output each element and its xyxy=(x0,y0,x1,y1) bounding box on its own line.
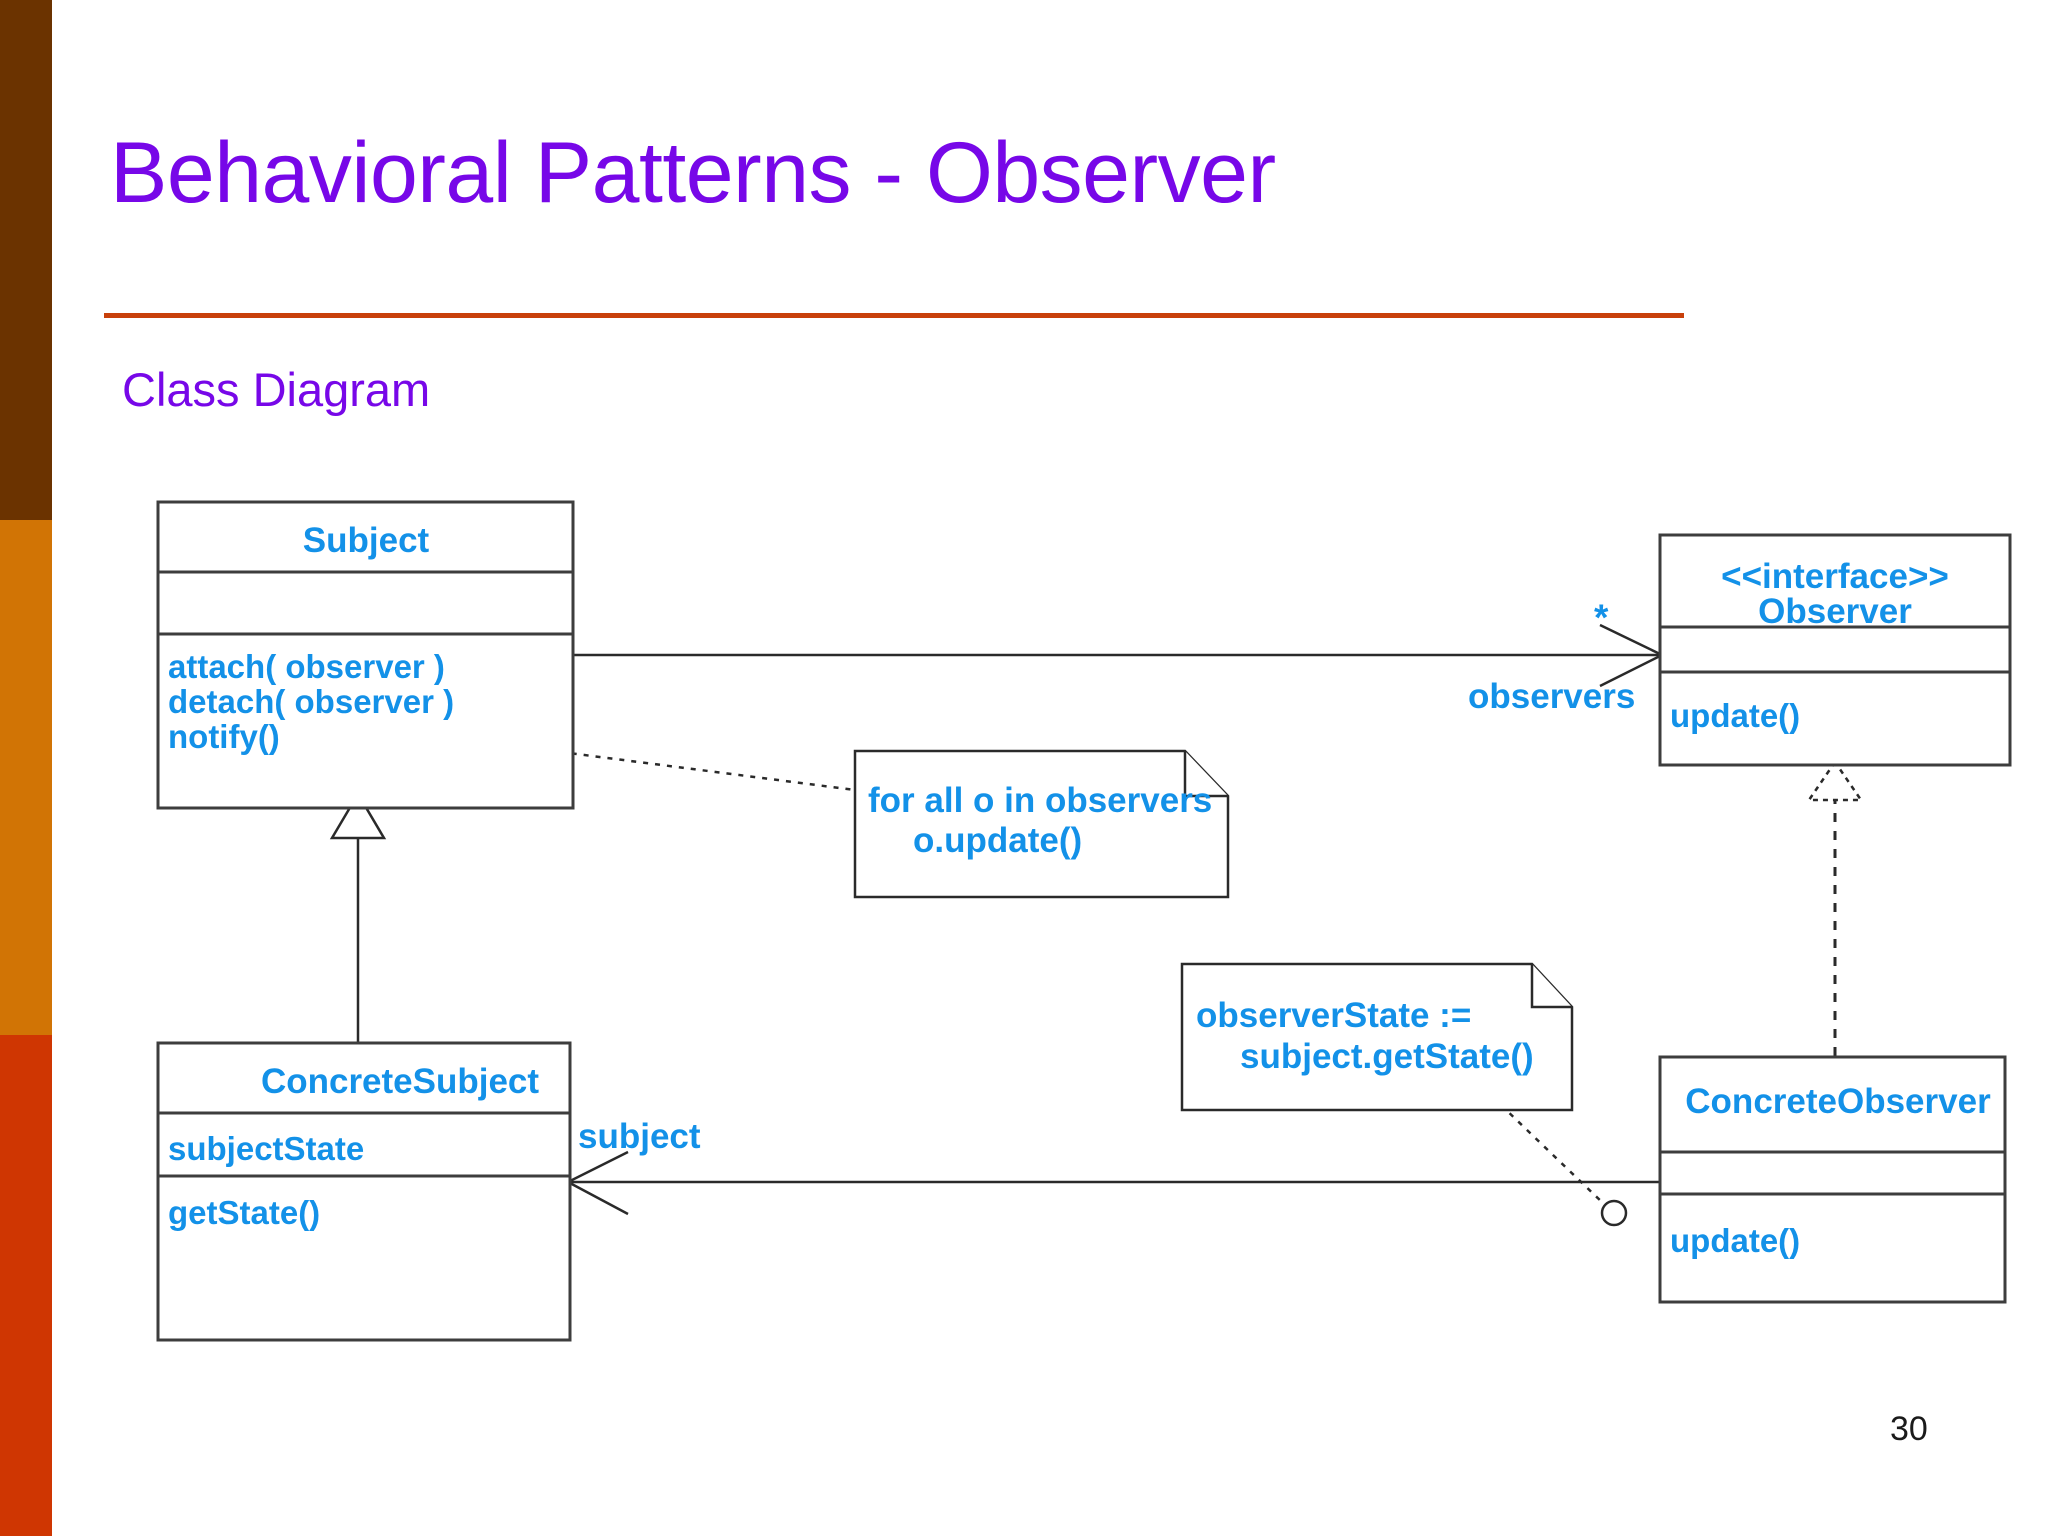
class-box-observer[interactable]: <<interface>> Observer update() xyxy=(1658,533,2012,767)
note-observer-state[interactable]: observerState := subject.getState() xyxy=(1180,962,1574,1112)
attribute-concrete-subject-state: subjectState xyxy=(168,1130,364,1167)
operation-concrete-observer-update: update() xyxy=(1670,1222,1800,1259)
class-box-concrete-subject[interactable]: ConcreteSubject subjectState getState() xyxy=(156,1041,572,1342)
slide-title: Behavioral Patterns - Observer xyxy=(110,125,1276,221)
note-for-all-observers[interactable]: for all o in observers o.update() xyxy=(853,749,1230,899)
operation-subject-detach: detach( observer ) xyxy=(168,683,454,720)
class-name-observer: Observer xyxy=(1758,592,1912,631)
title-underline-rule xyxy=(104,313,1684,318)
note-leader-update xyxy=(1474,1079,1628,1227)
class-name-concrete-subject: ConcreteSubject xyxy=(261,1062,539,1101)
multiplicity-observers: * xyxy=(1594,597,1609,638)
operation-subject-attach: attach( observer ) xyxy=(168,648,445,685)
note-line-1: for all o in observers xyxy=(868,781,1212,820)
role-label-observers: observers xyxy=(1468,677,1635,716)
class-box-concrete-observer[interactable]: ConcreteObserver update() xyxy=(1658,1055,2007,1304)
class-name-subject: Subject xyxy=(303,521,430,560)
sidebar-band-bottom xyxy=(0,1035,52,1536)
class-name-concrete-observer: ConcreteObserver xyxy=(1685,1082,1991,1121)
slide-subtitle: Class Diagram xyxy=(122,363,431,416)
note2-line-2: subject.getState() xyxy=(1240,1037,1534,1076)
role-label-subject: subject xyxy=(578,1117,701,1156)
page-number: 30 xyxy=(1890,1410,1928,1448)
sidebar-band-middle xyxy=(0,520,52,1035)
decorative-sidebar xyxy=(0,0,52,1536)
class-box-subject[interactable]: Subject attach( observer ) detach( obser… xyxy=(156,500,575,810)
generalization-concretesubject-subject xyxy=(329,791,387,1042)
stereotype-observer: <<interface>> xyxy=(1721,557,1949,596)
operation-observer-update: update() xyxy=(1670,697,1800,734)
note2-line-1: observerState := xyxy=(1196,996,1471,1035)
association-concreteobserver-concretesubject xyxy=(565,1150,1660,1216)
operation-concrete-subject-getstate: getState() xyxy=(168,1194,320,1231)
note-line-2: o.update() xyxy=(913,821,1082,860)
operation-subject-notify: notify() xyxy=(168,718,280,755)
sidebar-band-top xyxy=(0,0,52,520)
realization-concreteobserver-observer xyxy=(1806,759,1864,1056)
